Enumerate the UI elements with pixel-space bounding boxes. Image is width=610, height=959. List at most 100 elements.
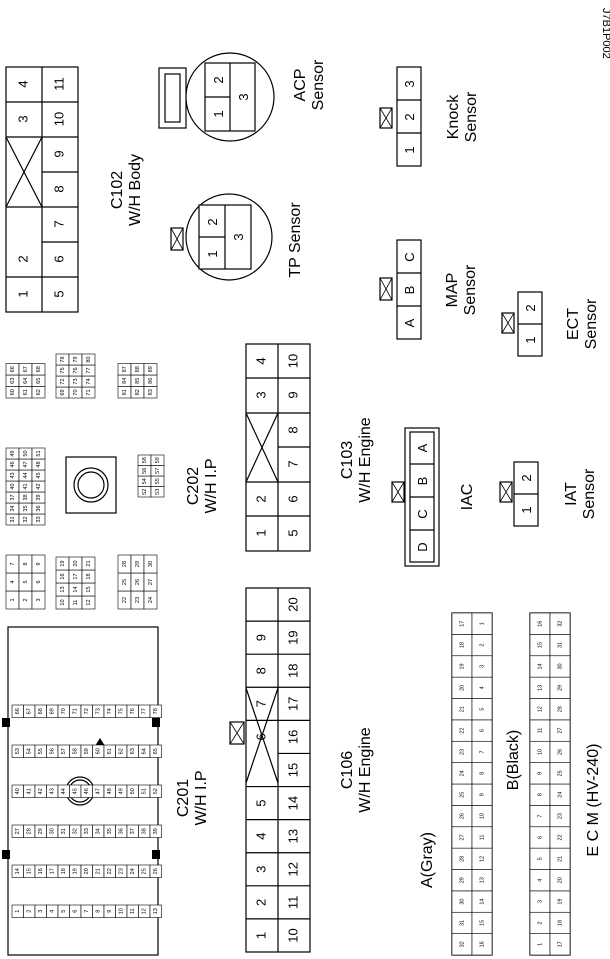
c201-pin: 44 xyxy=(61,788,67,794)
c202-pin: 54 xyxy=(142,478,148,484)
ecm-b-pin: 1 xyxy=(537,943,543,946)
c201-pin: 15 xyxy=(27,868,33,874)
c201-pin: 19 xyxy=(73,868,79,874)
c202-pin: 27 xyxy=(148,579,154,585)
c201-pin: 5 xyxy=(61,910,67,913)
knock-pin-2: 2 xyxy=(402,113,417,120)
c201-pin: 59 xyxy=(84,748,90,754)
c102-name: W/H Body xyxy=(127,154,144,226)
ecm-b-pin: 11 xyxy=(537,728,543,734)
ecm-a-pin: 6 xyxy=(479,729,485,732)
ecm-a-pin: 1 xyxy=(479,622,485,625)
c201-pin: 25 xyxy=(142,868,148,874)
c106-pin: 16 xyxy=(285,730,300,744)
c202-pin: 80 xyxy=(86,356,92,362)
tp-label: TP Sensor xyxy=(287,202,304,278)
c102-id: C102 xyxy=(109,171,126,209)
c103-pin: 10 xyxy=(285,354,300,368)
ecm-a-pin: 19 xyxy=(459,663,465,669)
c202-pin: 9 xyxy=(36,562,42,565)
c102-pin: 6 xyxy=(51,255,66,262)
c201-id: C201 xyxy=(175,779,192,817)
c106-pin: 4 xyxy=(253,833,268,840)
c201-pin: 3 xyxy=(38,910,44,913)
c202-pin: 44 xyxy=(23,472,29,478)
c201-pin: 38 xyxy=(142,828,148,834)
c202-pin: 74 xyxy=(86,378,92,384)
c201-pin: 37 xyxy=(130,828,136,834)
c202-pin: 37 xyxy=(10,494,16,500)
c202-pin: 55 xyxy=(155,478,161,484)
ecm-a-pin: 31 xyxy=(459,920,465,926)
ecm-a-pin: 7 xyxy=(479,750,485,753)
c201-pin: 8 xyxy=(96,910,102,913)
c202-pin: 21 xyxy=(86,560,92,566)
c201-pin: 36 xyxy=(119,828,125,834)
c202-pin: 1 xyxy=(10,598,16,601)
knock-pin-1: 1 xyxy=(402,146,417,153)
c201-pin: 31 xyxy=(61,828,67,834)
c201-pin: 64 xyxy=(142,748,148,754)
c202-pin: 75 xyxy=(60,367,66,373)
c202-pin: 18 xyxy=(86,573,92,579)
c202-pin: 30 xyxy=(148,561,154,567)
c202-pin: 58 xyxy=(142,457,148,463)
c202-pin: 84 xyxy=(122,378,128,384)
c201-pin: 71 xyxy=(73,708,79,714)
c201-pin: 72 xyxy=(84,708,90,714)
iat-pin-2: 2 xyxy=(519,474,534,481)
c202-pin: 52 xyxy=(142,489,148,495)
ecm-b-pin: 17 xyxy=(557,941,563,947)
ecm-b-pin: 19 xyxy=(557,899,563,905)
c201-pin: 48 xyxy=(107,788,113,794)
c201-pin: 56 xyxy=(50,748,56,754)
c201-pin: 22 xyxy=(107,868,113,874)
c201-pin: 74 xyxy=(107,708,113,714)
iac-pin-a: A xyxy=(415,443,430,452)
ecm-a-pin: 17 xyxy=(459,621,465,627)
c106-pin: 5 xyxy=(253,799,268,806)
ecm-b-pin: 26 xyxy=(557,749,563,755)
ecm-a-pin: 25 xyxy=(459,792,465,798)
iac-pin-b: B xyxy=(415,477,430,486)
c201-pin: 28 xyxy=(27,828,33,834)
c103-pin: 4 xyxy=(253,357,268,364)
c202-pin: 63 xyxy=(10,378,16,384)
knock-label-line2: Sensor xyxy=(463,91,480,142)
c201-pin: 33 xyxy=(84,828,90,834)
c201-pin: 13 xyxy=(153,908,159,914)
c201-pin-cell xyxy=(149,704,162,718)
ecm-a-pin: 23 xyxy=(459,749,465,755)
c202-pin: 83 xyxy=(148,389,154,395)
c201-pin: 23 xyxy=(119,868,125,874)
ecm-b-pin: 2 xyxy=(537,921,543,924)
c202-pin: 32 xyxy=(23,516,29,522)
c201-pin: 63 xyxy=(130,748,136,754)
c102-pin: 10 xyxy=(51,112,66,126)
c102-pin: 3 xyxy=(15,115,30,122)
c201-pin: 39 xyxy=(153,828,159,834)
c201-pin: 32 xyxy=(73,828,79,834)
map-label-line1: MAP xyxy=(444,273,461,308)
c102-pin: 4 xyxy=(15,80,30,87)
c106-pin: 20 xyxy=(285,597,300,611)
c201-pin: 65 xyxy=(153,748,159,754)
c103-pin: 5 xyxy=(285,529,300,536)
acp-label-line1: ACP xyxy=(292,69,309,102)
c103-pin: 7 xyxy=(285,460,300,467)
c202-pin: 42 xyxy=(36,483,42,489)
c103-pin: 8 xyxy=(285,426,300,433)
c201-pin: 68 xyxy=(38,708,44,714)
c202-pin: 4 xyxy=(10,580,16,583)
ecm-a-pin: 5 xyxy=(479,708,485,711)
c201-pin: 60 xyxy=(96,748,102,754)
c106-pin: 6 xyxy=(253,733,268,740)
c202-pin: 57 xyxy=(155,468,161,474)
c103-id: C103 xyxy=(339,441,356,479)
c201-pin: 52 xyxy=(153,788,159,794)
tp-pin-1: 1 xyxy=(205,250,220,257)
c202-pin: 15 xyxy=(86,586,92,592)
ecm-b-pin: 15 xyxy=(537,642,543,648)
c202-pin-cell xyxy=(150,454,165,466)
c201-pin: 14 xyxy=(15,868,21,874)
